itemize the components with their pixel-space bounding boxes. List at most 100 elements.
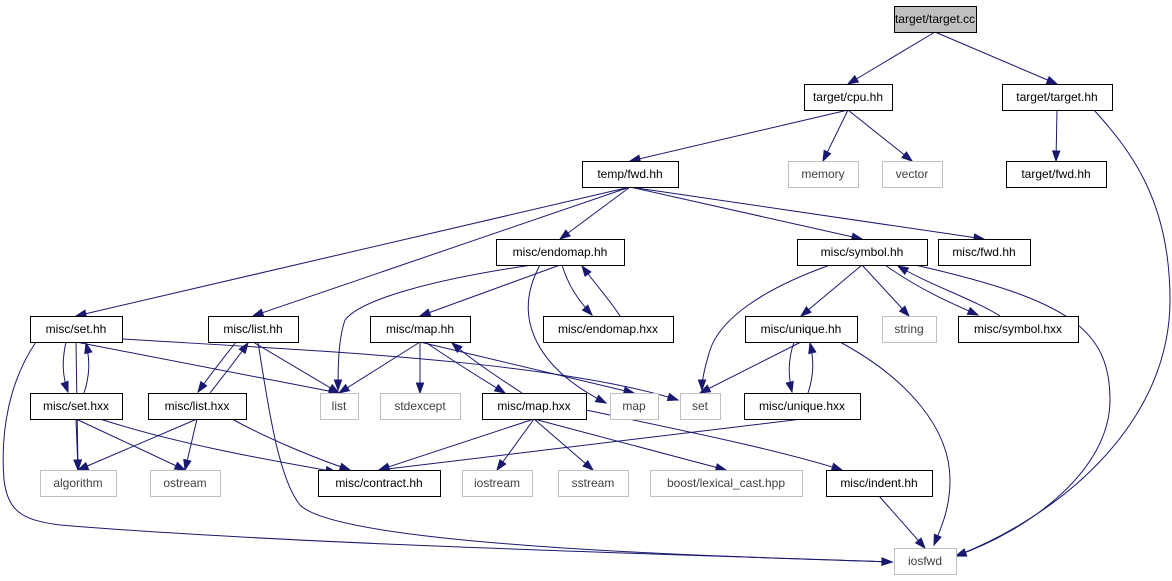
node-unique-hh[interactable]: misc/unique.hh xyxy=(745,316,858,343)
node-box xyxy=(882,161,943,188)
edge-set_hh-to-iosfwd xyxy=(2,341,894,566)
node-label: string xyxy=(894,322,923,336)
node-box xyxy=(797,239,928,266)
edge-map_hxx-to-map_hh xyxy=(450,342,523,394)
node-label: misc/symbol.hxx xyxy=(974,322,1062,336)
node-box xyxy=(208,316,299,343)
node-string: string xyxy=(882,316,937,343)
edge-symbol_hh-to-string xyxy=(861,264,911,318)
edge-set_hh-to-set xyxy=(121,338,680,401)
node-target-fwd[interactable]: target/fwd.hh xyxy=(1006,161,1107,188)
node-box xyxy=(958,316,1079,343)
node-box xyxy=(30,393,123,420)
node-label: misc/unique.hxx xyxy=(759,399,845,413)
edge-map_hh-to-map_hxx xyxy=(424,341,507,394)
node-box xyxy=(582,161,679,188)
node-target-hh[interactable]: target/target.hh xyxy=(1002,84,1113,111)
node-box xyxy=(788,161,859,188)
node-misc-fwd[interactable]: misc/fwd.hh xyxy=(938,239,1031,266)
node-list-hh[interactable]: misc/list.hh xyxy=(208,316,299,343)
edge-map_hxx-to-sstream xyxy=(533,418,595,471)
node-ostream: ostream xyxy=(150,470,221,497)
edge-endomap_hxx-to-endomap_hh xyxy=(581,264,621,317)
node-label: target/cpu.hh xyxy=(813,90,883,104)
node-label: target/fwd.hh xyxy=(1021,167,1090,181)
edge-temp_fwd-to-symbol_hh xyxy=(629,186,864,241)
node-label: misc/symbol.hh xyxy=(821,245,904,259)
node-box xyxy=(745,316,858,343)
node-box xyxy=(610,393,659,420)
edge-endomap_hh-to-map xyxy=(527,264,608,404)
node-label: target/target.cc xyxy=(895,12,975,26)
node-label: misc/endomap.hh xyxy=(513,245,608,259)
edge-unique_hxx-to-contract_hh xyxy=(377,418,803,474)
node-label: misc/list.hh xyxy=(223,322,282,336)
node-box xyxy=(496,239,625,266)
edge-list_hxx-to-algorithm xyxy=(76,418,198,471)
node-box xyxy=(320,393,359,420)
node-label: map xyxy=(622,399,646,413)
node-label: misc/indent.hh xyxy=(840,476,917,490)
node-set-hh[interactable]: misc/set.hh xyxy=(30,316,123,343)
node-cpu-hh[interactable]: target/cpu.hh xyxy=(804,84,893,111)
node-label: misc/set.hh xyxy=(46,322,107,336)
node-indent-hh[interactable]: misc/indent.hh xyxy=(826,470,933,497)
node-algorithm: algorithm xyxy=(40,470,117,497)
node-box xyxy=(462,470,533,497)
nodes-layer: target/target.cc target/cpu.hh target/targ… xyxy=(30,6,1113,575)
node-symbol-hxx[interactable]: misc/symbol.hxx xyxy=(958,316,1079,343)
node-box xyxy=(318,470,441,497)
node-set-hxx[interactable]: misc/set.hxx xyxy=(30,393,123,420)
edge-target_cc-to-cpu_hh xyxy=(846,31,936,85)
node-box xyxy=(744,393,861,420)
node-box xyxy=(894,548,957,575)
node-label: stdexcept xyxy=(394,399,446,413)
node-endomap-hh[interactable]: misc/endomap.hh xyxy=(496,239,625,266)
node-box xyxy=(380,393,461,420)
node-iostream: iostream xyxy=(462,470,533,497)
node-map-hxx[interactable]: misc/map.hxx xyxy=(482,393,587,420)
node-sstream: sstream xyxy=(558,470,629,497)
node-map-hh[interactable]: misc/map.hh xyxy=(370,316,471,343)
edges-layer xyxy=(2,31,1171,566)
node-box xyxy=(30,316,123,343)
node-label: misc/map.hxx xyxy=(497,399,570,413)
node-list-hxx[interactable]: misc/list.hxx xyxy=(148,393,247,420)
node-label: temp/fwd.hh xyxy=(597,167,662,181)
node-vector: vector xyxy=(882,161,943,188)
edge-list_hh-to-iosfwd xyxy=(257,341,894,566)
node-label: sstream xyxy=(572,476,615,490)
node-label: algorithm xyxy=(53,476,102,490)
node-box xyxy=(370,316,471,343)
node-box xyxy=(40,470,117,497)
edge-map_hxx-to-iostream xyxy=(496,418,535,472)
node-target-cc[interactable]: target/target.cc xyxy=(894,6,977,33)
node-temp-fwd[interactable]: temp/fwd.hh xyxy=(582,161,679,188)
node-box xyxy=(558,470,629,497)
edge-list_hxx-to-contract_hh xyxy=(231,418,352,471)
node-box xyxy=(894,6,977,33)
node-box xyxy=(148,393,247,420)
edge-temp_fwd-to-set_hh xyxy=(74,186,631,318)
node-label: misc/unique.hh xyxy=(761,322,842,336)
edge-temp_fwd-to-endomap_hh xyxy=(558,186,631,240)
node-box xyxy=(543,316,674,343)
edge-endomap_hh-to-list xyxy=(333,264,533,392)
edge-list_hxx-to-ostream xyxy=(183,418,198,472)
node-contract-hh[interactable]: misc/contract.hh xyxy=(318,470,441,497)
edge-unique_hxx-to-unique_hh xyxy=(807,341,817,394)
node-label: vector xyxy=(896,167,929,181)
node-unique-hxx[interactable]: misc/unique.hxx xyxy=(744,393,861,420)
edge-unique_hh-to-iosfwd xyxy=(839,341,951,547)
node-endomap-hxx[interactable]: misc/endomap.hxx xyxy=(543,316,674,343)
node-box xyxy=(938,239,1031,266)
node-label: target/target.hh xyxy=(1016,90,1097,104)
node-box xyxy=(680,393,721,420)
node-box xyxy=(150,470,221,497)
node-set: set xyxy=(680,393,721,420)
node-box xyxy=(650,470,803,497)
node-label: misc/contract.hh xyxy=(335,476,422,490)
edge-endomap_hh-to-endomap_hxx xyxy=(561,264,594,317)
node-symbol-hh[interactable]: misc/symbol.hh xyxy=(797,239,928,266)
